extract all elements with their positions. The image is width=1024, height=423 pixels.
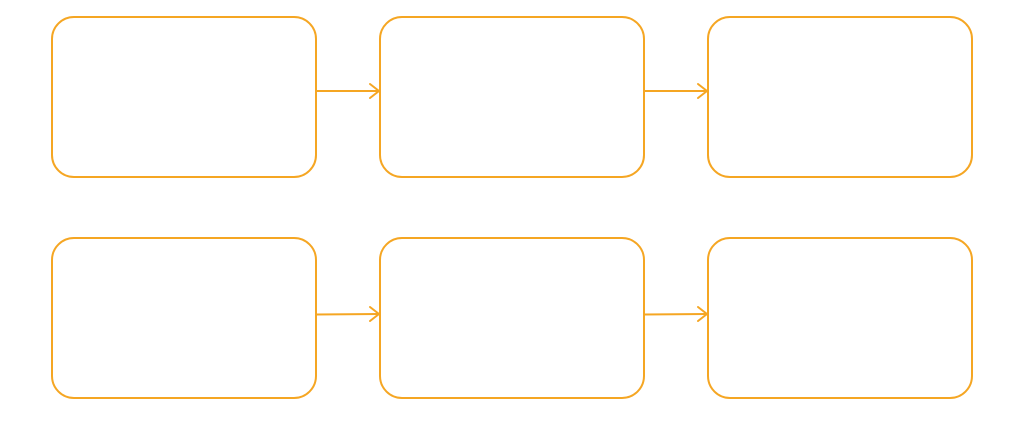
node-row2-col2[interactable] bbox=[379, 237, 645, 399]
edge-line bbox=[315, 313, 380, 316]
node-box bbox=[51, 16, 317, 178]
edge-arrow-row1-2-to-3 bbox=[644, 83, 708, 99]
node-row1-col3[interactable] bbox=[707, 16, 973, 178]
node-box bbox=[51, 237, 317, 399]
node-row1-col1[interactable] bbox=[51, 16, 317, 178]
edge-arrow-row2-1-to-2 bbox=[315, 306, 380, 322]
node-box bbox=[379, 237, 645, 399]
node-box bbox=[707, 237, 973, 399]
node-box bbox=[379, 16, 645, 178]
edge-line bbox=[643, 313, 708, 316]
node-row2-col3[interactable] bbox=[707, 237, 973, 399]
edge-arrow-row2-2-to-3 bbox=[643, 306, 708, 322]
edge-arrow-row1-1-to-2 bbox=[316, 83, 380, 99]
node-row2-col1[interactable] bbox=[51, 237, 317, 399]
node-box bbox=[707, 16, 973, 178]
node-row1-col2[interactable] bbox=[379, 16, 645, 178]
